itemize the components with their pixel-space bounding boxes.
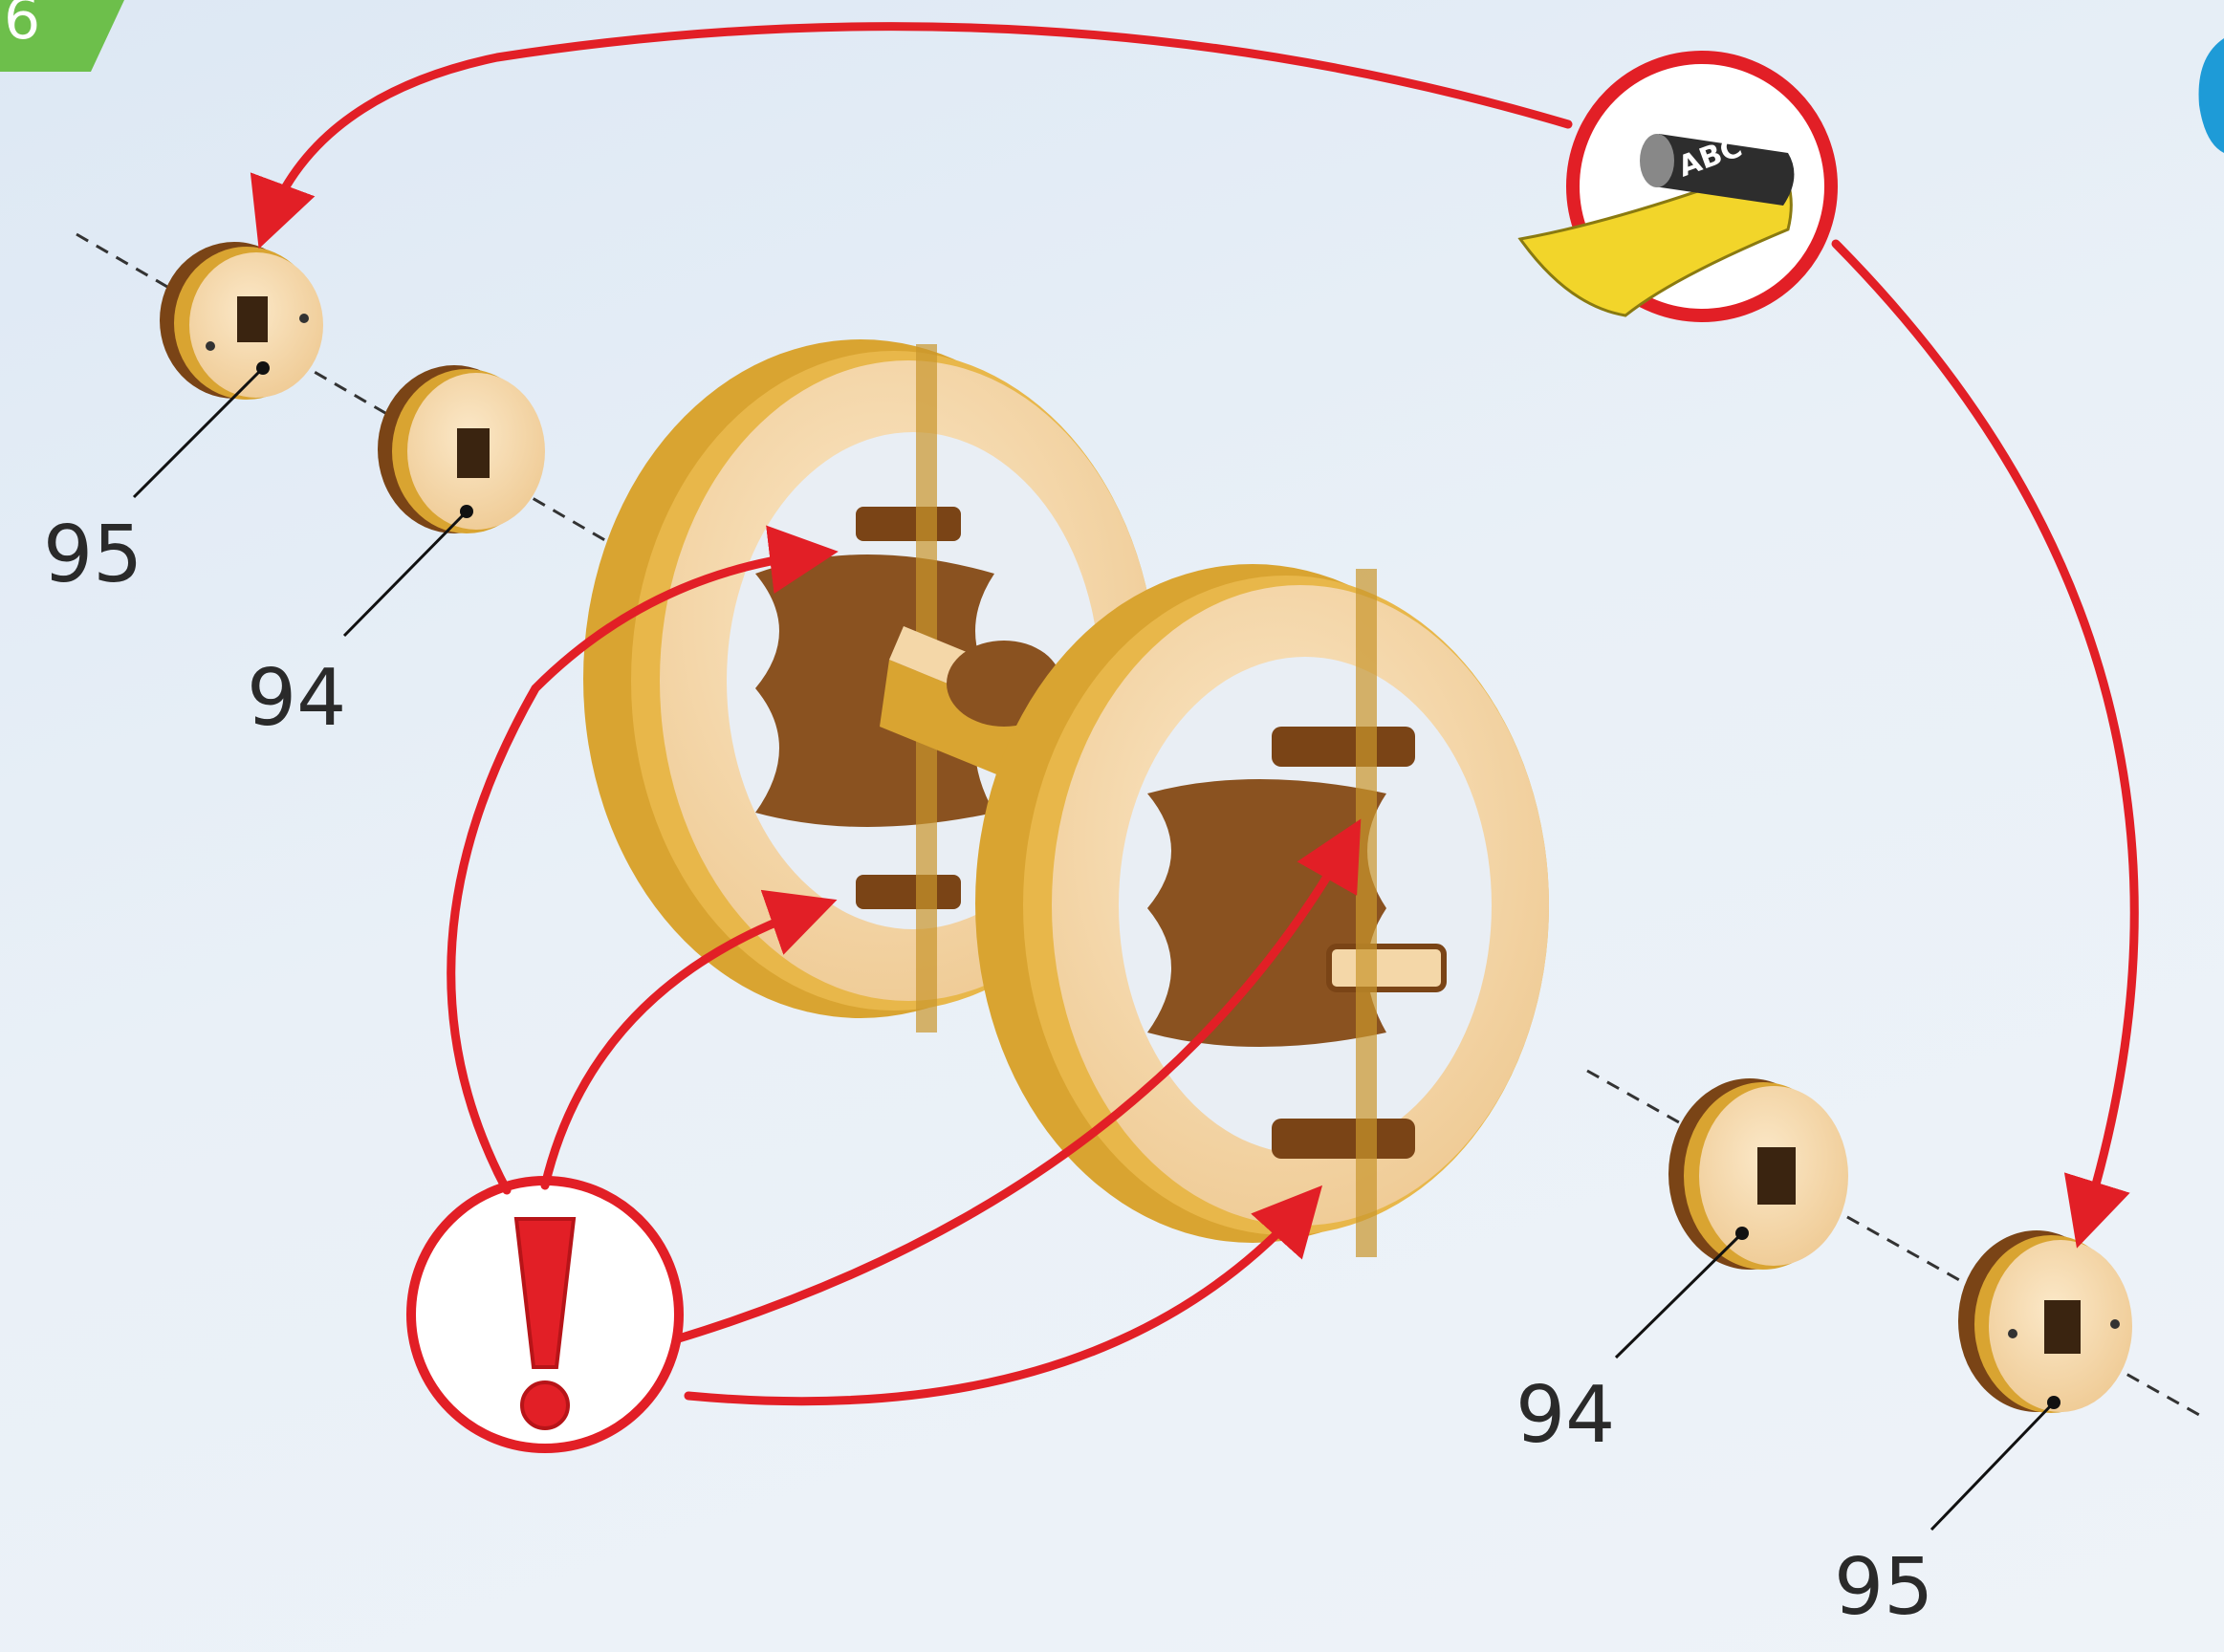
part-label-94-right: 94 bbox=[1515, 1370, 1615, 1461]
axle-guide-line-left bbox=[76, 234, 621, 550]
part-label-94-left: 94 bbox=[247, 653, 346, 744]
sticker-callout: ABC bbox=[1520, 57, 1831, 315]
part-label-95-right: 95 bbox=[1834, 1542, 1933, 1633]
washer-95-right bbox=[1958, 1230, 2132, 1413]
next-step-badge bbox=[2199, 38, 2224, 153]
part-label-95-left: 95 bbox=[43, 510, 142, 600]
arrow-sticker-to-washer-95-right bbox=[1836, 244, 2134, 1224]
caution-callout bbox=[411, 1181, 679, 1448]
step-number: 6 bbox=[4, 0, 40, 53]
step-badge: 6 bbox=[0, 0, 124, 72]
washer-95-left bbox=[160, 242, 323, 400]
arrow-sticker-to-washer-95-left bbox=[268, 27, 1568, 225]
washer-94-right bbox=[1668, 1078, 1848, 1270]
